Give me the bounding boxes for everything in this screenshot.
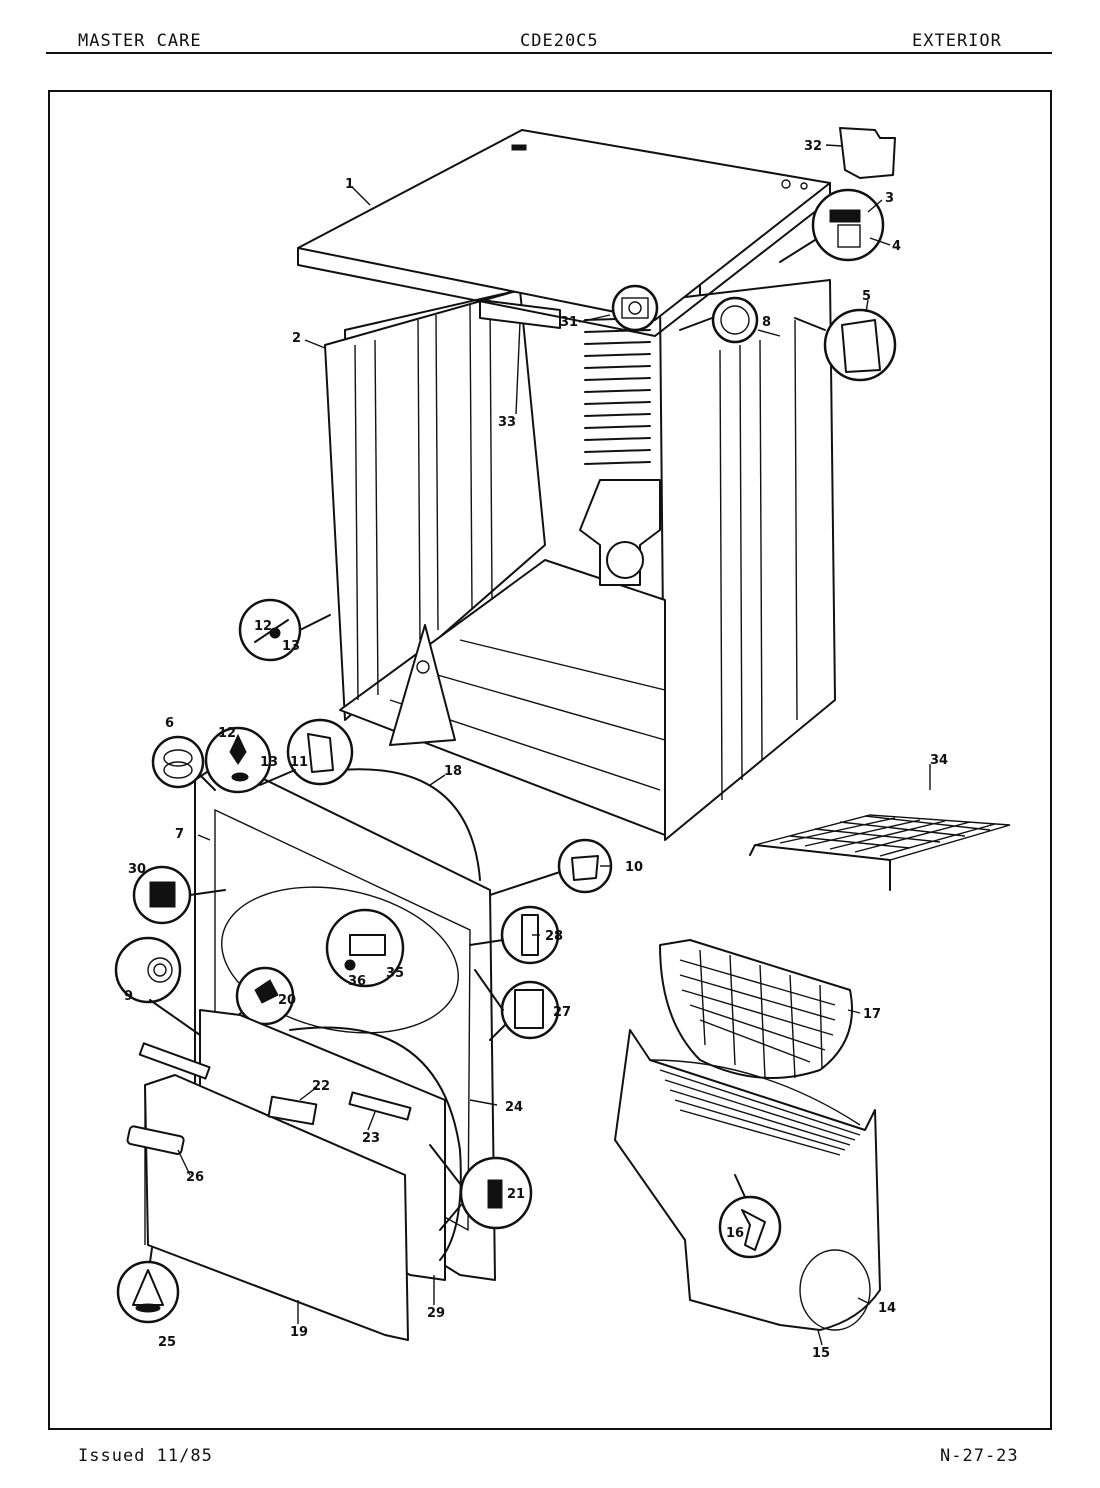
callout-11: 11 — [290, 755, 308, 770]
callout-26: 26 — [186, 1170, 204, 1185]
lint-filter-and-duct — [614, 939, 881, 1331]
diagram-frame — [48, 90, 1052, 1430]
rear-plate-32 — [839, 127, 896, 179]
door-gasket — [289, 1026, 462, 1261]
rear-bracket — [479, 299, 561, 329]
callout-labels: 1 2 3 4 5 6 7 8 9 10 11 12 12 13 13 14 1… — [124, 139, 948, 1361]
callout-35: 35 — [386, 966, 404, 981]
header-brand: MASTER CARE — [78, 31, 202, 51]
callout-13-cabinet: 13 — [282, 639, 300, 654]
callout-27: 27 — [553, 1005, 571, 1020]
callout-12-panel: 12 — [218, 726, 236, 741]
header-rule — [46, 52, 1052, 54]
callout-15: 15 — [812, 1346, 830, 1361]
callout-2: 2 — [292, 331, 301, 346]
header-model: CDE20C5 — [520, 31, 599, 51]
cabinet — [238, 127, 897, 841]
callout-8: 8 — [762, 315, 771, 330]
callout-18: 18 — [444, 764, 462, 779]
callout-19: 19 — [290, 1325, 308, 1340]
lint-duct — [614, 1029, 881, 1331]
footer-issued: Issued 11/85 — [78, 1446, 213, 1466]
callout-4: 4 — [892, 239, 901, 254]
callout-29: 29 — [427, 1306, 445, 1321]
lint-screen — [659, 939, 853, 1079]
footer-page-code: N-27-23 — [940, 1446, 1019, 1466]
door-top-bar — [138, 1042, 211, 1080]
callout-32: 32 — [804, 139, 822, 154]
vent-collar-8 — [711, 296, 759, 344]
door-strike — [267, 1095, 318, 1126]
drying-rack — [749, 814, 1011, 891]
callout-28: 28 — [545, 929, 563, 944]
leader-lines — [177, 144, 931, 1346]
callout-13-panel: 13 — [260, 755, 278, 770]
callout-36: 36 — [348, 974, 366, 989]
callout-16: 16 — [726, 1226, 744, 1241]
callout-14: 14 — [878, 1301, 896, 1316]
callout-9: 9 — [124, 989, 133, 1004]
door-assembly — [116, 1009, 533, 1341]
callout-3: 3 — [885, 191, 894, 206]
callout-6: 6 — [165, 716, 174, 731]
callout-25: 25 — [158, 1335, 176, 1350]
duct-hole — [606, 541, 644, 579]
callout-31: 31 — [560, 315, 578, 330]
callout-17: 17 — [863, 1007, 881, 1022]
header-section: EXTERIOR — [912, 31, 1002, 51]
callout-7: 7 — [175, 827, 184, 842]
callout-22: 22 — [312, 1079, 330, 1094]
callout-circle-31 — [611, 284, 659, 332]
callout-10: 10 — [625, 860, 643, 875]
door-hinge-bar — [348, 1091, 412, 1121]
door-seal — [339, 768, 481, 881]
door-handle — [126, 1125, 185, 1155]
callout-21: 21 — [507, 1187, 525, 1202]
callout-5: 5 — [862, 289, 871, 304]
callout-20: 20 — [278, 993, 296, 1008]
cabinet-base — [339, 559, 666, 836]
callout-33: 33 — [498, 415, 516, 430]
door-outer-panel — [144, 1074, 409, 1341]
callout-34: 34 — [930, 753, 948, 768]
callout-1: 1 — [345, 177, 354, 192]
front-support-bracket — [389, 624, 456, 746]
duct-outlet — [799, 1249, 871, 1331]
callout-24: 24 — [505, 1100, 523, 1115]
cabinet-right-side — [659, 279, 836, 841]
callout-30: 30 — [128, 862, 146, 877]
callout-12-cabinet: 12 — [254, 619, 272, 634]
callout-23: 23 — [362, 1131, 380, 1146]
